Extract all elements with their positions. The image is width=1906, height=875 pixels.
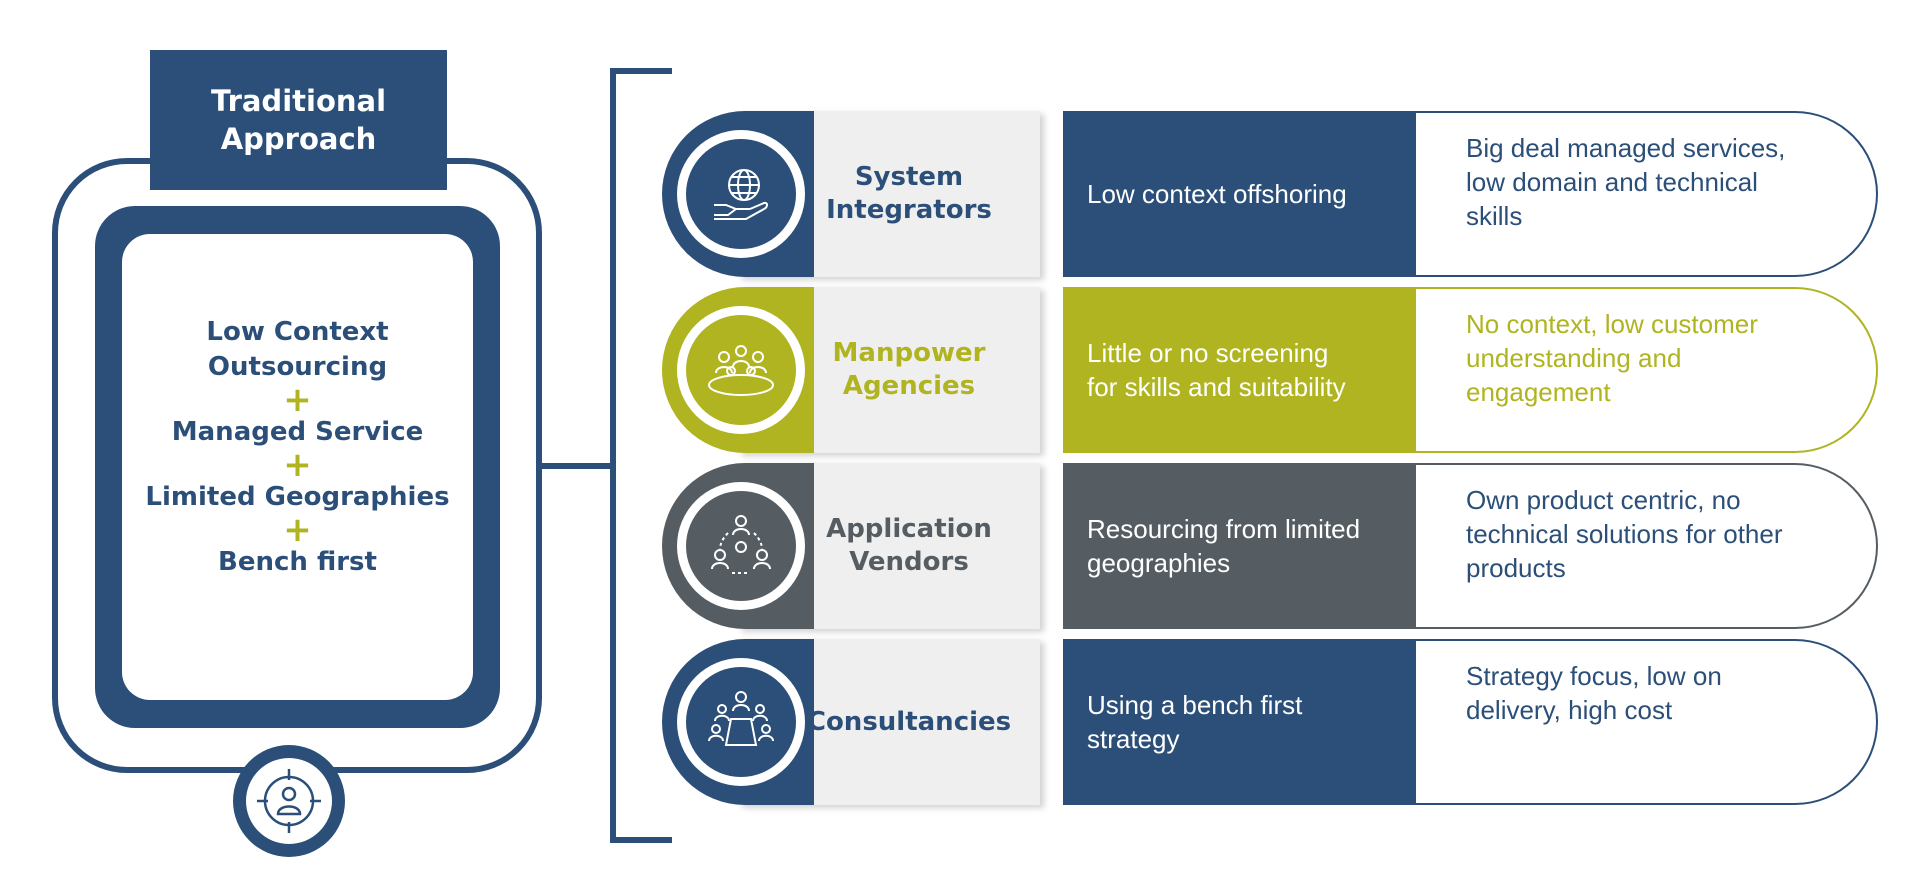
meeting-icon [708, 691, 774, 746]
row-icon-ring [677, 306, 805, 434]
description-text: technical solutions for other [1466, 519, 1783, 549]
target-badge [233, 745, 345, 857]
network-people-icon [711, 515, 771, 574]
description-text: No context, low customer [1466, 309, 1758, 339]
row-title: System [854, 162, 964, 192]
row-description-box: Own product centric, no technical soluti… [1416, 463, 1878, 629]
description-text: delivery, high cost [1466, 695, 1673, 725]
middle-text: geographies [1087, 548, 1231, 578]
row-description-box: Strategy focus, low on delivery, high co… [1416, 639, 1878, 805]
middle-text: for skills and suitability [1087, 372, 1346, 402]
traditional-item: Limited Geographies [145, 481, 450, 512]
description-text: Big deal managed services, [1466, 133, 1786, 163]
bracket-bottom [610, 837, 672, 843]
connector-horizontal [540, 463, 614, 469]
bracket-top [610, 68, 672, 74]
title-line: Approach [220, 122, 377, 156]
traditional-item: Managed Service [171, 416, 424, 447]
middle-text: strategy [1087, 724, 1180, 754]
traditional-approach-title: Traditional Approach [150, 50, 447, 190]
row-middle-box: Low context offshoring [1063, 111, 1418, 277]
plus-icon: + [283, 509, 312, 550]
row-title: Manpower [832, 338, 986, 368]
title-line: Traditional [210, 84, 387, 118]
row-title: Agencies [842, 371, 976, 401]
row-title: Vendors [849, 547, 969, 577]
description-text: Own product centric, no [1466, 485, 1741, 515]
row-title: Consultancies [806, 706, 1012, 737]
middle-text: Low context offshoring [1087, 179, 1347, 209]
row-description-box: Big deal managed services, low domain an… [1416, 111, 1878, 277]
bracket-vertical [610, 68, 616, 843]
description-text: Strategy focus, low on [1466, 661, 1722, 691]
traditional-item: Outsourcing [207, 351, 388, 382]
row-middle-box: Resourcing from limited geographies [1063, 463, 1418, 629]
traditional-item: Bench first [218, 546, 377, 577]
row-title: Integrators [826, 195, 992, 225]
plus-icon: + [283, 379, 312, 420]
description-text: engagement [1466, 377, 1611, 407]
row-description-box: No context, low customer understanding a… [1416, 287, 1878, 453]
row-icon-ring [677, 130, 805, 258]
middle-text: Little or no screening [1087, 338, 1329, 368]
middle-text: Resourcing from limited [1087, 514, 1361, 544]
plus-icon: + [283, 444, 312, 485]
row-icon-ring [677, 482, 805, 610]
globe-hand-icon [714, 169, 768, 220]
description-text: skills [1466, 201, 1523, 231]
row-middle-box: Little or no screening for skills and su… [1063, 287, 1418, 453]
traditional-items-card: Low Context Outsourcing + Managed Servic… [122, 234, 473, 700]
description-text: products [1466, 553, 1566, 583]
middle-text: Using a bench first [1087, 690, 1303, 720]
description-text: understanding and [1466, 343, 1682, 373]
row-icon-ring [677, 658, 805, 786]
traditional-item: Low Context [206, 316, 389, 347]
row-title: Application [826, 514, 992, 544]
description-text: low domain and technical [1466, 167, 1758, 197]
row-middle-box: Using a bench first strategy [1063, 639, 1418, 805]
target-person-icon [257, 769, 321, 833]
group-table-icon [708, 345, 774, 396]
